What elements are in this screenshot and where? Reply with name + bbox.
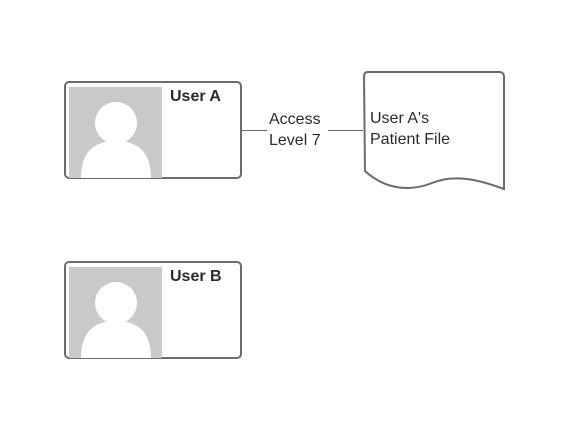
user-card-b[interactable]: User B (64, 261, 242, 359)
patient-file-label-line1: User A's (370, 110, 430, 127)
patient-file-document-shape[interactable] (362, 71, 506, 193)
access-level-label: Access Level 7 (269, 109, 321, 151)
patient-file-label: User A's Patient File (370, 108, 450, 150)
user-avatar-icon (69, 87, 162, 178)
access-label-line1: Access (269, 111, 321, 128)
user-card-a[interactable]: User A (64, 81, 242, 179)
user-avatar-icon (69, 267, 162, 358)
connector-line-right (328, 130, 363, 131)
patient-file-label-line2: Patient File (370, 131, 451, 148)
user-name-label: User A (170, 88, 221, 105)
access-label-line2: Level 7 (269, 132, 321, 149)
user-name-label: User B (170, 268, 222, 285)
connector-line-left (242, 130, 267, 131)
